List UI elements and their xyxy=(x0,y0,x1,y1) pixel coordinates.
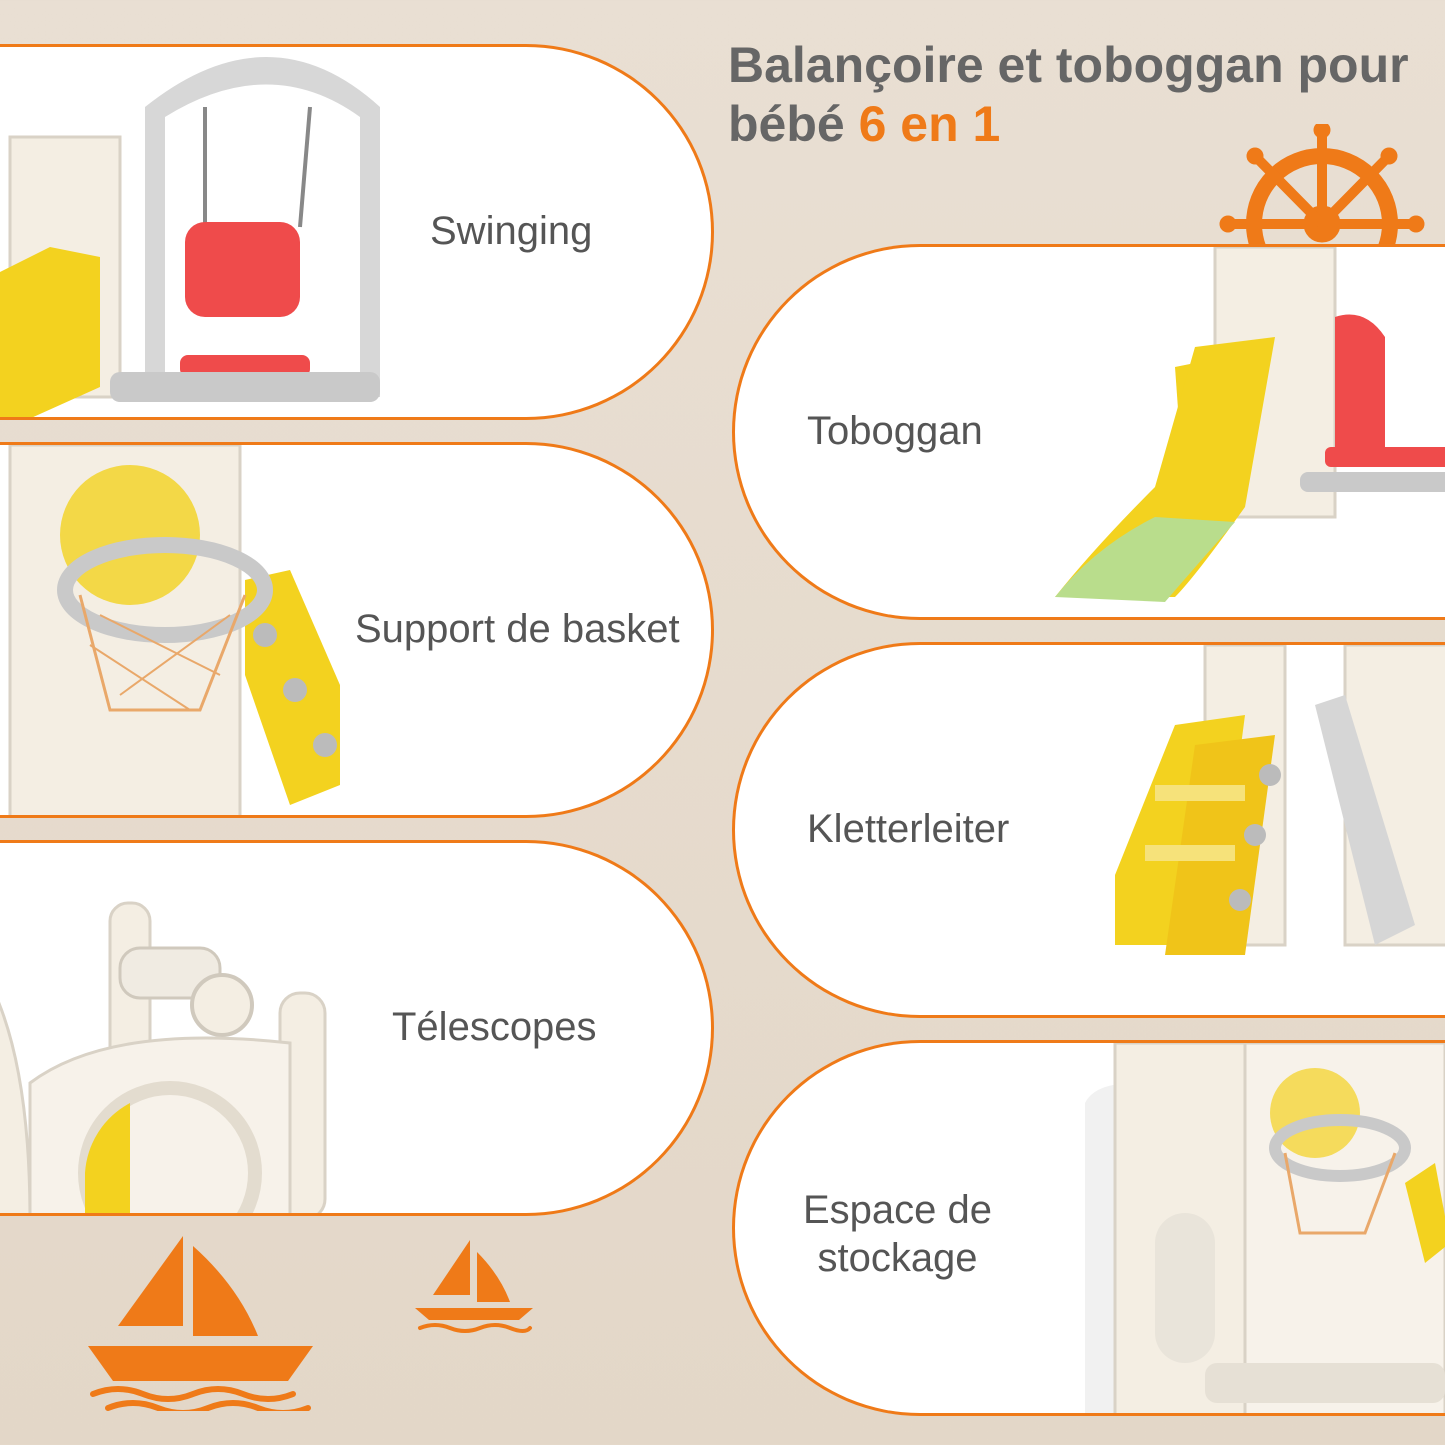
ladder-illustration xyxy=(1115,645,1445,955)
title-line-1: Balançoire et toboggan pour xyxy=(728,37,1409,93)
swing-illustration xyxy=(0,57,380,417)
feature-label-stockage: Espace de stockage xyxy=(803,1186,992,1282)
title-line-2-prefix: bébé xyxy=(728,96,859,152)
sailboat-large-icon xyxy=(88,1236,313,1411)
feature-card-stockage: Espace de stockage xyxy=(732,1040,1445,1416)
page-title: Balançoire et toboggan pour bébé 6 en 1 xyxy=(728,36,1428,154)
feature-card-swinging: Swinging xyxy=(0,44,714,420)
feature-label-toboggan: Toboggan xyxy=(807,409,983,453)
feature-card-telescopes: Télescopes xyxy=(0,840,714,1216)
title-accent: 6 en 1 xyxy=(858,96,1001,152)
feature-label-stockage-line2: stockage xyxy=(817,1236,978,1280)
ship-wheel-icon xyxy=(1219,124,1425,249)
title-line-2: bébé 6 en 1 xyxy=(728,95,1428,154)
feature-label-stockage-line1: Espace de xyxy=(803,1188,993,1232)
feature-label-telescopes: Télescopes xyxy=(392,1005,597,1049)
feature-card-basket: Support de basket xyxy=(0,442,714,818)
feature-card-toboggan: Toboggan xyxy=(732,244,1445,620)
storage-illustration xyxy=(1085,1043,1445,1413)
basket-illustration xyxy=(8,445,340,815)
feature-label-basket: Support de basket xyxy=(355,607,680,651)
telescope-illustration xyxy=(0,901,327,1213)
feature-label-swinging: Swinging xyxy=(430,209,593,253)
feature-label-kletterleiter: Kletterleiter xyxy=(807,807,1010,851)
slide-illustration xyxy=(1055,247,1445,602)
feature-card-kletterleiter: Kletterleiter xyxy=(732,642,1445,1018)
sailboat-small-icon xyxy=(415,1240,533,1333)
